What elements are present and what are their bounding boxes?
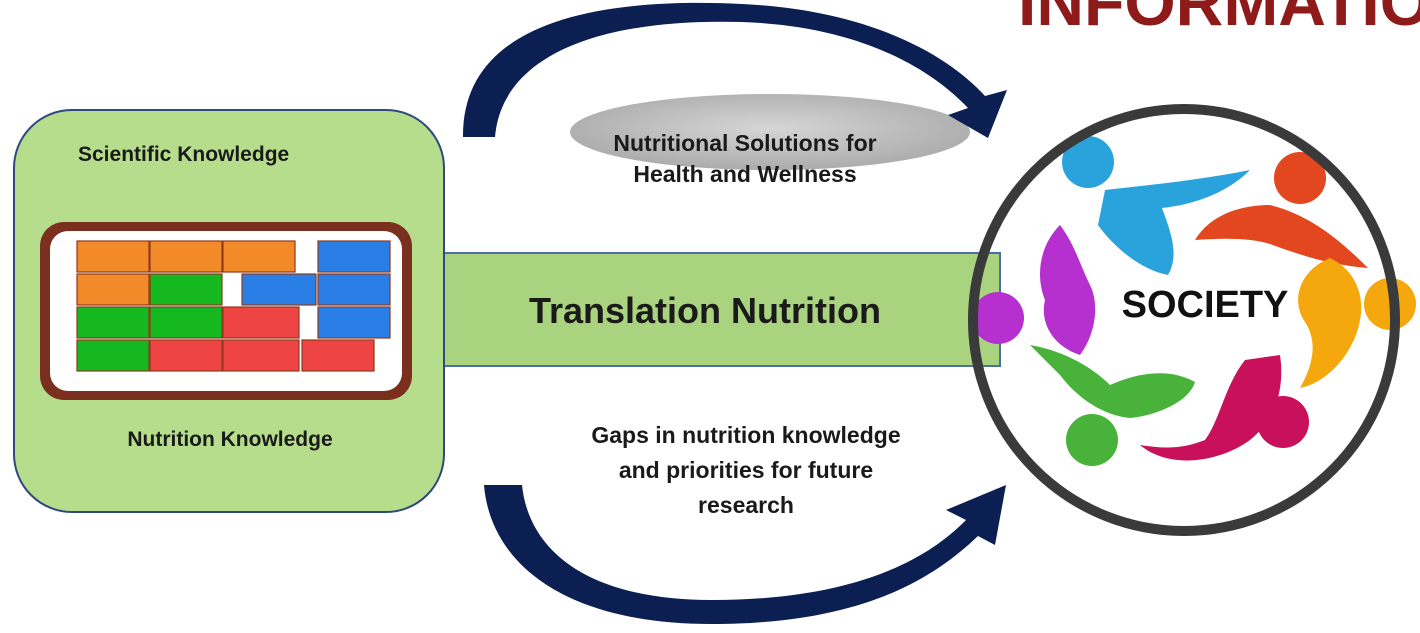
corner-heading: INFORMATIO (1018, 0, 1420, 39)
society-figures (972, 136, 1416, 466)
block (149, 240, 223, 273)
block (317, 240, 391, 273)
top-curved-arrow (462, 2, 1007, 138)
top-arrow-label: Nutritional Solutions for Health and Wel… (613, 130, 877, 187)
society-circle (968, 104, 1400, 536)
block (76, 339, 150, 372)
nutrition-knowledge-label: Nutrition Knowledge (127, 428, 333, 451)
block (222, 306, 300, 339)
block (76, 273, 150, 306)
block (149, 339, 223, 372)
bottom-arrow-label: Gaps in nutrition knowledge and prioriti… (591, 422, 901, 518)
block (149, 273, 223, 306)
society-label: SOCIETY (1121, 284, 1289, 326)
block (222, 339, 300, 372)
bottom-curved-arrow (484, 485, 1006, 624)
translation-nutrition-label: Translation Nutrition (528, 290, 881, 331)
highlight-oval (570, 94, 970, 170)
block (317, 273, 391, 306)
translation-band (439, 252, 1001, 367)
block (241, 273, 317, 306)
block (149, 306, 223, 339)
block (317, 306, 391, 339)
scientific-knowledge-label: Scientific Knowledge (78, 143, 290, 166)
knowledge-block-tray (40, 222, 412, 400)
block (76, 240, 150, 273)
block (301, 339, 375, 372)
block (222, 240, 296, 273)
block (76, 306, 150, 339)
